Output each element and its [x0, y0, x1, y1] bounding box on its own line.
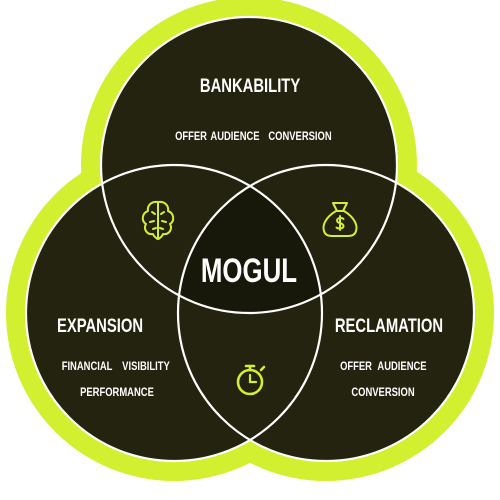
circle-right — [176, 163, 476, 463]
stopwatch-icon — [236, 364, 266, 396]
top-title: BANKABILITY — [200, 75, 301, 96]
center-region — [178, 165, 322, 313]
right-item-3: CONVERSION — [351, 386, 414, 399]
right-item-1: OFFER — [340, 360, 372, 373]
circle-left — [24, 163, 324, 463]
left-item-3: PERFORMANCE — [80, 386, 154, 399]
top-item-1: OFFER — [175, 130, 207, 143]
right-item-2: AUDIENCE — [377, 360, 426, 373]
right-title: RECLAMATION — [335, 315, 443, 336]
center-label: MOGUL — [201, 253, 297, 290]
money-bag-icon — [322, 202, 358, 237]
circle-top — [99, 15, 399, 315]
left-item-1: FINANCIAL — [62, 360, 113, 373]
left-title: EXPANSION — [57, 315, 143, 336]
left-item-2: VISIBILITY — [122, 360, 170, 373]
circle-outlines — [24, 15, 476, 463]
top-item-3: CONVERSION — [268, 130, 331, 143]
brain-icon — [141, 200, 175, 240]
top-item-2: AUDIENCE — [210, 130, 259, 143]
